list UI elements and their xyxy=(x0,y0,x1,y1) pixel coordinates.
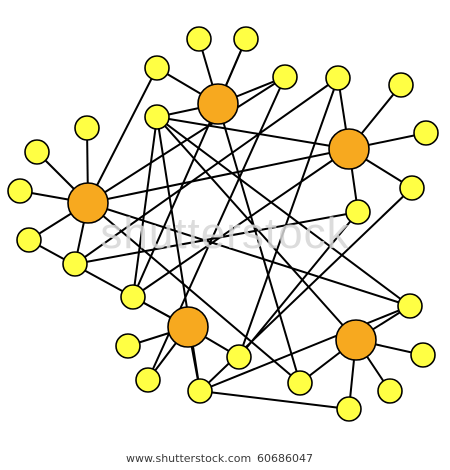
hub-node xyxy=(335,319,377,361)
leaf-node xyxy=(413,120,439,146)
footer-bar: www.shutterstock.com 60686047 xyxy=(0,446,450,470)
leaf-node xyxy=(186,26,212,52)
leaf-node xyxy=(336,396,362,422)
edge xyxy=(87,202,301,384)
hub-node xyxy=(197,83,239,125)
edge xyxy=(238,211,359,358)
leaf-node xyxy=(135,367,161,393)
edge xyxy=(132,148,350,298)
leaf-node xyxy=(388,72,414,98)
edge xyxy=(156,116,357,341)
edge xyxy=(28,239,189,328)
leaf-node xyxy=(144,104,170,130)
footer-image-id: 60686047 xyxy=(257,452,313,465)
edge xyxy=(238,77,339,358)
edge xyxy=(87,148,350,204)
leaf-node xyxy=(24,139,50,165)
leaf-node xyxy=(62,251,88,277)
leaf-node xyxy=(74,115,100,141)
edge xyxy=(132,103,219,298)
leaf-node xyxy=(7,178,33,204)
leaf-node xyxy=(410,342,436,368)
leaf-node xyxy=(399,175,425,201)
edge xyxy=(87,202,411,307)
footer-source: www.shutterstock.com xyxy=(126,452,252,465)
leaf-node xyxy=(287,370,313,396)
leaf-node xyxy=(272,64,298,90)
edge xyxy=(199,305,411,392)
edge xyxy=(74,211,359,265)
hub-node xyxy=(328,128,370,170)
leaf-node xyxy=(187,378,213,404)
edge xyxy=(74,77,339,265)
leaf-node xyxy=(233,26,259,52)
leaf-node xyxy=(345,199,371,225)
edge xyxy=(156,116,350,150)
edge xyxy=(217,103,301,384)
edge xyxy=(132,116,158,298)
edge xyxy=(87,67,158,204)
hub-node xyxy=(67,182,109,224)
leaf-node xyxy=(120,284,146,310)
leaf-node xyxy=(144,55,170,81)
hub-node xyxy=(167,306,209,348)
nodes-layer xyxy=(7,26,439,422)
leaf-node xyxy=(16,227,42,253)
leaf-node xyxy=(397,293,423,319)
leaf-node xyxy=(377,378,403,404)
leaf-node xyxy=(325,65,351,91)
edge xyxy=(199,390,350,410)
leaf-node xyxy=(226,344,252,370)
leaf-node xyxy=(115,333,141,359)
